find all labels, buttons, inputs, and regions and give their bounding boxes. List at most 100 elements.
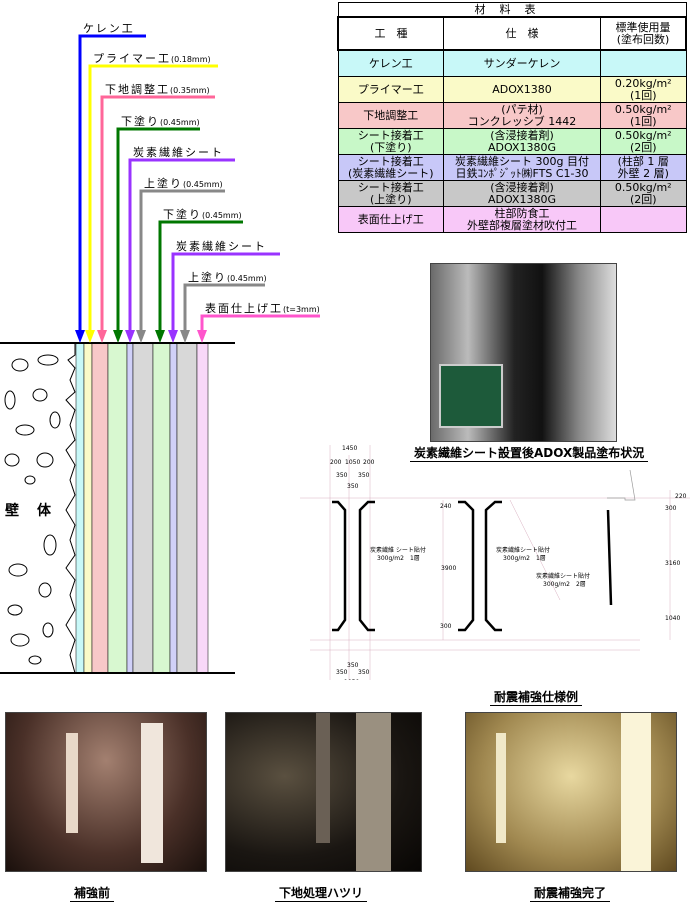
layer-name: 表面仕上げ工	[205, 302, 283, 315]
layer-thickness: (0.45mm)	[183, 180, 223, 189]
caption-photo-top: 炭素繊維シート設置後ADOX製品塗布状況	[410, 444, 649, 462]
arrow-line	[171, 252, 280, 336]
caption-drawing: 耐震補強仕様例	[490, 688, 583, 706]
layer-name: 炭素繊維シート	[133, 146, 224, 159]
header-amount: 標準使用量 (塗布回数)	[600, 16, 687, 51]
arrow-line	[116, 127, 200, 336]
layer-label: 下地調整工(0.35mm)	[105, 81, 210, 97]
arrow-line	[88, 64, 218, 336]
cell-amount: (柱部 1 層 外壁 2 層)	[600, 154, 687, 181]
dim-top: 200	[330, 459, 342, 466]
dim-top: 1050	[345, 459, 360, 466]
cell-work: シート接着工 (上塗り)	[337, 180, 444, 207]
photo-hatsuri	[225, 712, 422, 872]
caption-done: 耐震補強完了	[530, 884, 611, 902]
layer-label: プライマー工(0.18mm)	[93, 50, 211, 66]
arrow-line	[158, 220, 243, 336]
arrow-head-icon	[180, 330, 190, 343]
cell-spec: 柱部防食工 外壁部複層塗材吹付工	[443, 206, 601, 233]
dim-top: 350	[358, 472, 370, 479]
layer-label: ケレン工	[83, 20, 135, 36]
cell-spec: ADOX1380	[443, 76, 601, 103]
arrow-head-icon	[113, 330, 123, 343]
arrow-line	[128, 158, 235, 336]
layer-label: 上塗り(0.45mm)	[144, 175, 223, 191]
table-row: ケレン工サンダーケレン	[337, 49, 687, 77]
dim-top: 350	[336, 472, 348, 479]
layer-arrows	[75, 34, 320, 343]
arrow-head-icon	[85, 330, 95, 343]
cell-amount: 0.20kg/m² (1回)	[600, 76, 687, 103]
cell-work: 下地調整工	[337, 102, 444, 129]
coating-strips	[75, 342, 209, 674]
arrow-head-icon	[125, 330, 135, 343]
arrow-head-icon	[75, 330, 85, 343]
dim-bottom: 1050	[344, 679, 359, 680]
layer-name: 炭素繊維シート	[176, 240, 267, 253]
layer-name: 上塗り	[144, 177, 183, 190]
arrow-head-icon	[197, 330, 207, 343]
photo-done	[465, 712, 677, 872]
dim-v: 3900	[441, 565, 456, 572]
caption-hatsuri: 下地処理ハツリ	[275, 884, 368, 902]
dim-v: 300	[665, 505, 677, 512]
layer-name: 下塗り	[163, 208, 202, 221]
layer-thickness: (0.45mm)	[160, 118, 200, 127]
cell-amount: 0.50kg/m² (2回)	[600, 128, 687, 155]
wall-label: 壁 体	[5, 503, 53, 519]
layer-thickness: (0.45mm)	[227, 274, 267, 283]
arrow-line	[200, 314, 320, 336]
header-work: 工 種	[337, 16, 444, 51]
cell-amount: 0.50kg/m² (2回)	[600, 180, 687, 207]
header-spec: 仕 様	[443, 16, 601, 51]
layer-label: 下塗り(0.45mm)	[121, 113, 200, 129]
layer-thickness: (0.45mm)	[202, 211, 242, 220]
dim-bottom: 350	[358, 669, 370, 676]
arrow-head-icon	[97, 330, 107, 343]
layer-name: 下地調整工	[105, 83, 170, 96]
layer-label: 上塗り(0.45mm)	[188, 269, 267, 285]
arrow-line	[139, 189, 225, 336]
arrow-head-icon	[136, 330, 146, 343]
layer-name: ケレン工	[83, 22, 135, 35]
reinforcement-drawing: 1450 200 1050 200 350 350 350 350 350 35…	[300, 445, 690, 680]
layer-label: 下塗り(0.45mm)	[163, 206, 242, 222]
caption-before: 補強前	[70, 884, 115, 902]
note: 炭素繊維シート貼付	[496, 546, 550, 554]
cell-spec: (パテ材) コンクレッシブ 1442	[443, 102, 601, 129]
cell-work: シート接着工 (下塗り)	[337, 128, 444, 155]
layer-label: 炭素繊維シート	[133, 144, 224, 160]
note: 炭素繊維 シート貼付	[370, 546, 426, 554]
dim-v: 240	[440, 503, 452, 510]
dim-v: 220	[675, 493, 687, 500]
cell-spec: (含浸接着剤) ADOX1380G	[443, 128, 601, 155]
cell-spec: (含浸接着剤) ADOX1380G	[443, 180, 601, 207]
arrow-line	[183, 283, 265, 336]
table-row: シート接着工 (炭素繊維シート)炭素繊維シート 300g 目付 日鉄ｺﾝﾎﾟｼﾞ…	[337, 154, 687, 181]
dim-v: 3160	[665, 560, 680, 567]
layer-thickness: (0.35mm)	[170, 86, 210, 95]
wall-body	[0, 342, 76, 674]
cell-work: 表面仕上げ工	[337, 206, 444, 233]
dim-v: 1040	[665, 615, 680, 622]
dim-bottom: 350	[336, 669, 348, 676]
dim-top: 200	[363, 459, 375, 466]
layer-label: 表面仕上げ工(t=3mm)	[205, 300, 320, 316]
note: 300g/m2 1層	[503, 555, 546, 562]
arrow-line	[78, 34, 146, 336]
dim-v: 300	[440, 623, 452, 630]
cell-work: プライマー工	[337, 76, 444, 103]
cell-amount: 0.50kg/m² (1回)	[600, 102, 687, 129]
note: 炭素繊維シート貼付	[536, 572, 590, 580]
cell-amount	[600, 206, 687, 233]
cell-spec: サンダーケレン	[443, 49, 601, 77]
photo-sheet-coating	[430, 263, 617, 442]
arrow-head-icon	[155, 330, 165, 343]
signboard	[439, 364, 503, 428]
cell-spec: 炭素繊維シート 300g 目付 日鉄ｺﾝﾎﾟｼﾞｯﾄ㈱FTS C1-30	[443, 154, 601, 181]
material-table: 材料表 工 種 仕 様 標準使用量 (塗布回数) ケレン工サンダーケレンプライマ…	[337, 2, 687, 233]
note: 300g/m2 2層	[543, 581, 586, 588]
